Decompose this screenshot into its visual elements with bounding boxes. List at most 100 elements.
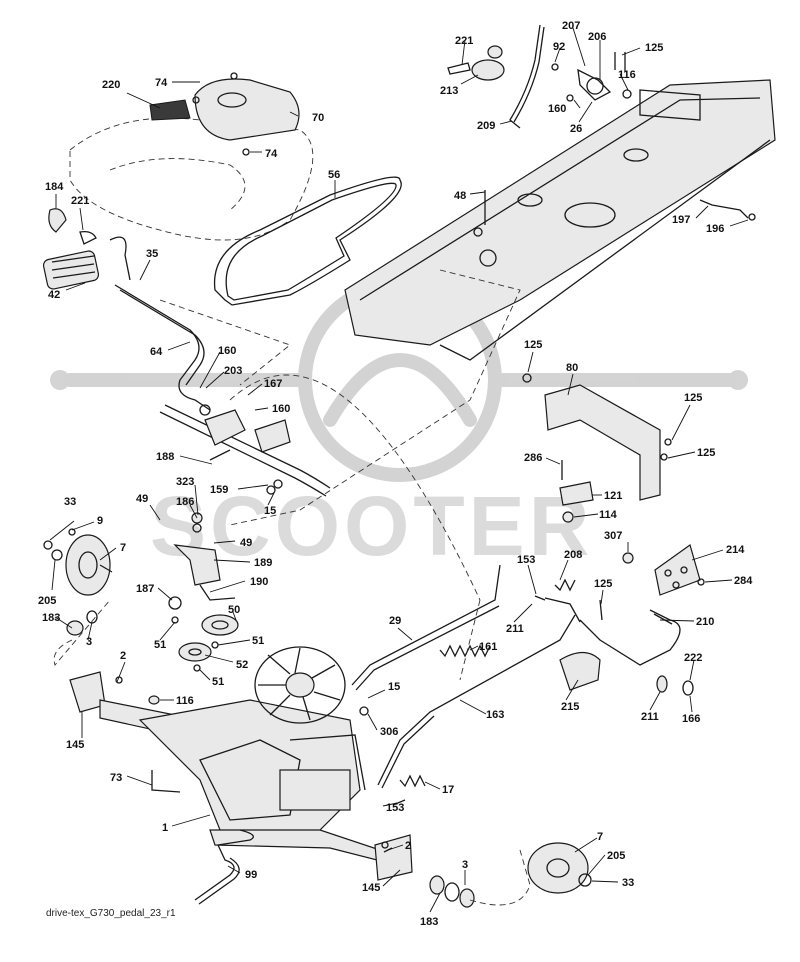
callout-160: 160 <box>272 403 290 415</box>
pedal-shaft-assembly <box>159 404 331 497</box>
callout-307: 307 <box>604 530 622 542</box>
callout-211: 211 <box>641 711 659 723</box>
callout-70: 70 <box>312 112 324 124</box>
callout-26: 26 <box>570 123 582 135</box>
callout-187: 187 <box>136 583 154 595</box>
callout-161: 161 <box>479 641 497 653</box>
callout-80: 80 <box>566 362 578 374</box>
callout-211: 211 <box>506 623 524 635</box>
chassis-frame <box>344 79 776 361</box>
callout-188: 188 <box>156 451 174 463</box>
callout-51: 51 <box>212 676 224 688</box>
callout-214: 214 <box>726 544 745 556</box>
watermark-text: SCOOTER <box>150 479 593 573</box>
callout-284: 284 <box>734 575 753 587</box>
callout-209: 209 <box>477 120 495 132</box>
callout-210: 210 <box>696 616 714 628</box>
callout-50: 50 <box>228 604 240 616</box>
callout-51: 51 <box>252 635 264 647</box>
callout-221: 221 <box>71 195 89 207</box>
callout-7: 7 <box>120 542 126 554</box>
callout-121: 121 <box>604 490 622 502</box>
callout-42: 42 <box>48 289 60 301</box>
callout-52: 52 <box>236 659 248 671</box>
reference-lines <box>229 269 521 681</box>
callout-116: 116 <box>618 69 636 81</box>
callout-49: 49 <box>240 537 252 549</box>
callout-207: 207 <box>562 20 580 32</box>
callout-205: 205 <box>38 595 56 607</box>
callout-153: 153 <box>517 554 535 566</box>
callout-286: 286 <box>524 452 542 464</box>
callout-184: 184 <box>45 181 64 193</box>
callout-306: 306 <box>380 726 398 738</box>
transaxle-assembly <box>69 646 413 881</box>
idler-bracket-assembly <box>168 512 239 672</box>
lift-lever-assembly <box>42 208 291 411</box>
callout-15: 15 <box>264 505 276 517</box>
callout-220: 220 <box>102 79 120 91</box>
callout-99: 99 <box>245 869 257 881</box>
callout-56: 56 <box>328 169 340 181</box>
callout-2: 2 <box>405 840 411 852</box>
hood-assembly <box>69 72 314 241</box>
callout-183: 183 <box>420 916 438 928</box>
callout-153: 153 <box>386 802 404 814</box>
callout-125: 125 <box>645 42 663 54</box>
callout-labels: 220 74 70 74 184 221 56 35 42 64 160 203… <box>38 20 753 928</box>
callout-15: 15 <box>388 681 400 693</box>
leader-lines <box>49 27 749 913</box>
callout-49: 49 <box>136 493 148 505</box>
callout-125: 125 <box>524 339 542 351</box>
rear-bracket <box>699 199 756 221</box>
callout-208: 208 <box>564 549 582 561</box>
watermark-logo: SCOOTER <box>50 278 748 573</box>
callout-159: 159 <box>210 484 228 496</box>
callout-197: 197 <box>672 214 690 226</box>
callout-167: 167 <box>264 378 282 390</box>
callout-114: 114 <box>599 509 618 521</box>
callout-160: 160 <box>218 345 236 357</box>
bypass-rod <box>194 829 254 905</box>
callout-183: 183 <box>42 612 60 624</box>
callout-51: 51 <box>154 639 166 651</box>
drive-belt <box>213 176 402 306</box>
callout-145: 145 <box>66 739 84 751</box>
callout-203: 203 <box>224 365 242 377</box>
callout-125: 125 <box>684 392 702 404</box>
callout-48: 48 <box>454 190 466 202</box>
callout-1: 1 <box>162 822 168 834</box>
pedal-bracket <box>522 373 672 523</box>
callout-74: 74 <box>265 148 278 160</box>
pedal-assembly <box>534 544 705 696</box>
callout-3: 3 <box>462 859 468 871</box>
callout-186: 186 <box>176 496 194 508</box>
callout-213: 213 <box>440 85 458 97</box>
callout-215: 215 <box>561 701 579 713</box>
callout-92: 92 <box>553 41 565 53</box>
callout-2: 2 <box>120 650 126 662</box>
callout-166: 166 <box>682 713 700 725</box>
callout-125: 125 <box>594 578 612 590</box>
callout-3: 3 <box>86 636 92 648</box>
callout-222: 222 <box>684 652 702 664</box>
callout-160: 160 <box>548 103 566 115</box>
callout-17: 17 <box>442 784 454 796</box>
cooling-fan <box>254 646 346 724</box>
diagram-footer-label: drive-tex_G730_pedal_23_r1 <box>46 908 176 919</box>
upper-controls <box>447 24 632 129</box>
callout-64: 64 <box>150 346 163 358</box>
callout-145: 145 <box>362 882 380 894</box>
callout-33: 33 <box>64 496 76 508</box>
callout-73: 73 <box>110 772 122 784</box>
right-hub-assembly <box>383 842 592 908</box>
callout-323: 323 <box>176 476 194 488</box>
callout-190: 190 <box>250 576 268 588</box>
callout-221: 221 <box>455 35 473 47</box>
callout-116: 116 <box>176 695 194 707</box>
callout-205: 205 <box>607 850 625 862</box>
left-hub-assembly <box>43 528 113 666</box>
callout-74: 74 <box>155 77 168 89</box>
callout-9: 9 <box>97 515 103 527</box>
